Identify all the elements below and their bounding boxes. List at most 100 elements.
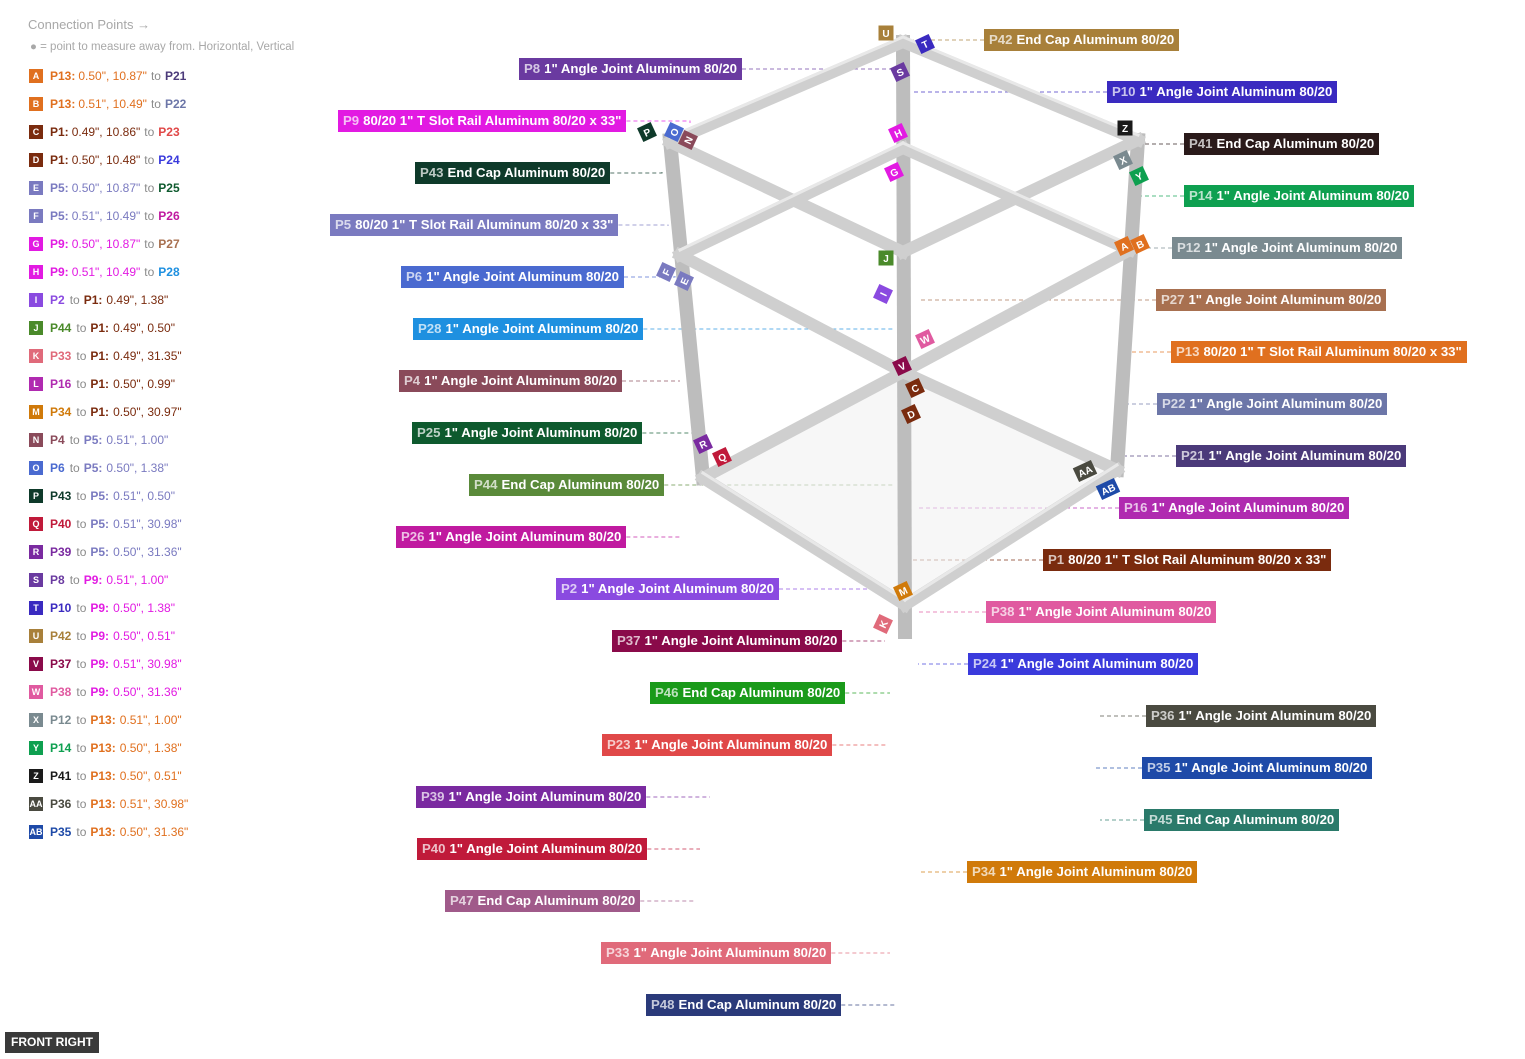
- part-name: End Cap Aluminum 80/20: [678, 997, 837, 1012]
- part-id: P41: [1189, 136, 1213, 151]
- marker-c[interactable]: C: [905, 378, 925, 398]
- marker-ab[interactable]: AB: [1095, 477, 1121, 501]
- part-id: P12: [1177, 240, 1201, 255]
- part-id: P48: [651, 997, 675, 1012]
- part-name: 80/20 1" T Slot Rail Aluminum 80/20 x 33…: [1203, 344, 1462, 359]
- part-name: 1" Angle Joint Aluminum 80/20: [1208, 448, 1402, 463]
- marker-label: T: [921, 39, 931, 52]
- marker-g[interactable]: G: [884, 162, 904, 182]
- marker-r[interactable]: R: [693, 434, 713, 454]
- marker-d[interactable]: D: [901, 404, 921, 424]
- marker-a[interactable]: A: [1114, 236, 1134, 256]
- part-name: 1" Angle Joint Aluminum 80/20: [633, 945, 827, 960]
- marker-m[interactable]: M: [893, 581, 913, 601]
- marker-label: C: [910, 383, 921, 396]
- legend-badge: C: [29, 125, 43, 139]
- marker-t[interactable]: T: [915, 34, 935, 54]
- legend-to: to: [76, 769, 87, 783]
- legend-source-part: P5:: [50, 181, 69, 195]
- legend-source-part: P1:: [50, 125, 69, 139]
- legend-badge: Z: [29, 769, 43, 783]
- legend-to: to: [76, 825, 87, 839]
- bottom-front-right-rail: [896, 461, 1126, 614]
- leader-line: [624, 276, 676, 278]
- marker-j[interactable]: J: [878, 250, 894, 266]
- marker-p[interactable]: P: [637, 122, 657, 142]
- part-id: P1: [1048, 552, 1065, 567]
- part-id: P14: [1189, 188, 1213, 203]
- marker-x[interactable]: X: [1113, 150, 1133, 170]
- marker-i[interactable]: I: [873, 284, 893, 304]
- rail-front: [895, 34, 913, 640]
- legend-to: to: [144, 153, 155, 167]
- marker-b[interactable]: B: [1130, 234, 1150, 254]
- legend-offset: 0.49", 0.50": [113, 321, 175, 335]
- legend-source-part: P6: [50, 461, 65, 475]
- marker-h[interactable]: H: [888, 123, 908, 143]
- part-id: P25: [417, 425, 441, 440]
- marker-k[interactable]: K: [873, 614, 893, 634]
- top-back-left-rail: [662, 134, 911, 260]
- legend-target-part: P9:: [83, 573, 103, 587]
- marker-y[interactable]: Y: [1129, 166, 1149, 186]
- legend-badge: L: [29, 377, 43, 391]
- marker-v[interactable]: V: [892, 356, 912, 376]
- marker-w[interactable]: W: [915, 329, 935, 349]
- marker-label: R: [698, 439, 710, 452]
- marker-e[interactable]: E: [674, 271, 694, 291]
- legend-offset: 0.50", 0.51": [119, 769, 182, 783]
- marker-n[interactable]: N: [678, 130, 698, 150]
- part-name: 1" Angle Joint Aluminum 80/20: [644, 633, 838, 648]
- marker-label: B: [1135, 239, 1146, 252]
- legend-offset: 0.51", 1.00": [119, 713, 182, 727]
- marker-aa[interactable]: AA: [1072, 459, 1098, 483]
- marker-f[interactable]: F: [656, 262, 676, 282]
- marker-s[interactable]: S: [890, 62, 910, 82]
- legend-target-part: P22: [164, 97, 187, 111]
- marker-u[interactable]: U: [878, 25, 894, 41]
- marker-z[interactable]: Z: [1117, 120, 1133, 136]
- legend-offset: 0.50", 10.87": [71, 181, 141, 195]
- legend-target-part: P28: [158, 265, 180, 279]
- marker-o[interactable]: O: [664, 122, 684, 142]
- marker-q[interactable]: Q: [712, 447, 732, 467]
- legend-to: to: [76, 517, 87, 531]
